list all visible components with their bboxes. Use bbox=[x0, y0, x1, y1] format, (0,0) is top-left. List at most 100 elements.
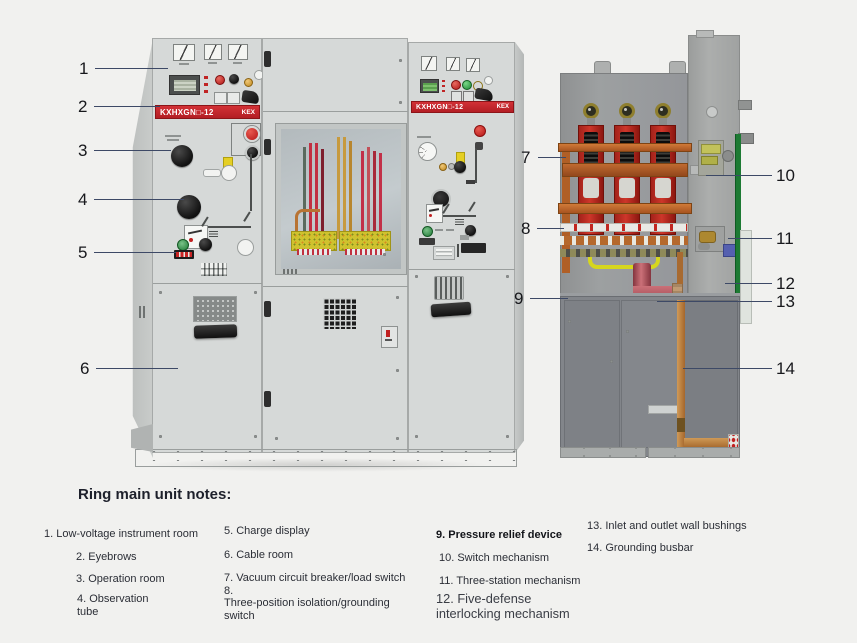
protection-relay-display bbox=[420, 79, 439, 93]
white-indicator bbox=[484, 76, 493, 85]
busbar bbox=[373, 151, 376, 239]
green-indicator bbox=[422, 226, 433, 237]
counter-mark bbox=[429, 214, 432, 217]
screw bbox=[415, 275, 418, 278]
callout-line-9 bbox=[530, 298, 568, 299]
green-indicator-light bbox=[462, 80, 472, 90]
callout-line-14 bbox=[683, 368, 772, 369]
callout-line-7 bbox=[538, 157, 566, 158]
white-tab bbox=[648, 405, 680, 414]
analog-meter bbox=[466, 58, 480, 72]
callout-number-13: 13 bbox=[776, 292, 795, 311]
callout-number-8: 8 bbox=[521, 219, 531, 238]
door-seam bbox=[409, 269, 516, 270]
mimic-line bbox=[457, 244, 459, 257]
grounding-busbar-horizontal bbox=[684, 438, 730, 448]
screw bbox=[254, 291, 257, 294]
analog-meter bbox=[421, 56, 437, 71]
screw bbox=[399, 101, 402, 104]
callout-line-5 bbox=[94, 252, 176, 253]
knob-label bbox=[165, 135, 181, 137]
operating-handle bbox=[241, 89, 260, 105]
callout-line-10 bbox=[706, 175, 772, 176]
notes-heading: Ring main unit notes: bbox=[78, 486, 232, 503]
switch-shaft-strip bbox=[560, 236, 688, 245]
selector-switch bbox=[214, 92, 227, 104]
screw bbox=[506, 435, 509, 438]
screw bbox=[383, 253, 386, 256]
callout-line-8 bbox=[537, 228, 564, 229]
note-6: 6. Cable room bbox=[224, 549, 294, 561]
mechanism-cylinder bbox=[698, 243, 710, 250]
key-slot bbox=[203, 169, 221, 177]
busbar bbox=[309, 143, 312, 239]
screw bbox=[159, 291, 162, 294]
protection-relay-display bbox=[169, 75, 200, 95]
note-11: 11. Three-station mechanism bbox=[439, 575, 581, 587]
small-indicator-panel bbox=[381, 326, 398, 348]
earth-symbol bbox=[455, 219, 464, 225]
callout-number-4: 4 bbox=[78, 190, 88, 209]
callout-number-12: 12 bbox=[776, 274, 795, 293]
callout-line-3 bbox=[94, 150, 171, 151]
mimic-line bbox=[475, 149, 477, 183]
label-box bbox=[433, 246, 455, 260]
counter-window bbox=[426, 204, 443, 223]
grounding-busbar-vertical bbox=[677, 300, 685, 448]
terminal-block bbox=[339, 231, 391, 251]
gold-coupling bbox=[699, 231, 716, 243]
busbar bbox=[349, 141, 352, 239]
counter-needle bbox=[187, 229, 203, 235]
interlock-green-strip bbox=[735, 134, 741, 302]
busbar bbox=[321, 149, 324, 239]
interrupter-cylinder bbox=[583, 178, 599, 198]
gauge-label bbox=[417, 136, 431, 138]
hinge bbox=[264, 139, 271, 155]
relay-screen bbox=[174, 80, 196, 91]
screw bbox=[396, 296, 399, 299]
mini-tag bbox=[460, 235, 469, 240]
meter-label bbox=[233, 62, 242, 64]
small-latch bbox=[475, 142, 483, 150]
knob-label bbox=[167, 139, 179, 141]
busbar bbox=[315, 143, 318, 239]
screw bbox=[506, 275, 509, 278]
bottom-rail bbox=[560, 447, 646, 458]
indicator-strip bbox=[204, 76, 208, 95]
note-12: 12. Five-defense interlocking mechanism bbox=[436, 591, 570, 621]
red-indicator-light bbox=[215, 75, 225, 85]
screw bbox=[159, 435, 162, 438]
screw bbox=[254, 435, 257, 438]
vacuum-interrupter-pole bbox=[614, 125, 640, 235]
grounding-busbar-joint bbox=[677, 418, 685, 432]
side-light-panel bbox=[740, 230, 752, 324]
screw bbox=[399, 59, 402, 62]
small-knob bbox=[454, 161, 466, 173]
door-handle bbox=[430, 301, 472, 318]
hinge bbox=[264, 391, 271, 407]
pressure-relief-grille bbox=[323, 298, 356, 329]
small-knob bbox=[465, 225, 476, 236]
mimic-line bbox=[250, 154, 252, 211]
note-14: 14. Grounding busbar bbox=[587, 542, 694, 554]
mini-label bbox=[435, 229, 443, 231]
selector-switch bbox=[227, 92, 240, 104]
callout-number-7: 7 bbox=[521, 148, 531, 167]
door-handle bbox=[193, 324, 238, 339]
note-2: 2. Eyebrows bbox=[76, 551, 137, 563]
callout-number-2: 2 bbox=[78, 97, 88, 116]
screw bbox=[626, 330, 629, 333]
screw bbox=[415, 435, 418, 438]
meter-label bbox=[179, 63, 189, 65]
busbar bbox=[343, 137, 346, 239]
door-seam bbox=[153, 283, 263, 284]
terminal-block bbox=[291, 231, 337, 251]
plinth-left-foot bbox=[131, 424, 153, 452]
red-pushbutton bbox=[244, 126, 260, 142]
mechanism-knob bbox=[722, 150, 734, 162]
busbar bbox=[361, 151, 364, 239]
panel-seam bbox=[263, 111, 409, 112]
red-indicator bbox=[386, 330, 390, 337]
screw bbox=[610, 360, 613, 363]
